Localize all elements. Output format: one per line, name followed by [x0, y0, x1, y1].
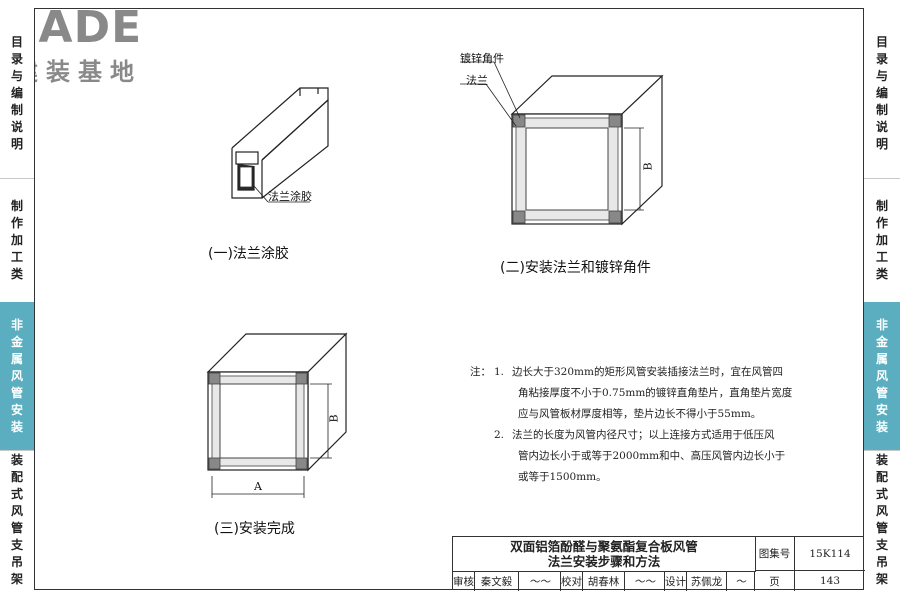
fig1-caption: (一)法兰涂胶: [208, 246, 289, 262]
left-tab-nonmetal-duct[interactable]: 非金属风管安装: [0, 302, 34, 451]
drawing-title-line-2: 法兰安装步骤和方法: [547, 554, 661, 569]
fig1-callout: 法兰涂胶: [268, 190, 312, 203]
right-sidebar: 目录与编制说明 制作加工类 非金属风管安装 装配式风管支吊架: [864, 8, 900, 590]
atlas-value: 15K114: [795, 537, 865, 571]
fig3-caption: (三)安装完成: [214, 521, 295, 537]
completed-duct-drawing: [206, 332, 348, 472]
fig2-caption: (二)安装法兰和镀锌角件: [500, 260, 651, 276]
left-tab-fabrication[interactable]: 制作加工类: [0, 178, 34, 303]
note-2-line-2: 管内边长小于或等于2000mm和中、高压风管内边长小于: [518, 450, 786, 462]
fig3-dim-b: [310, 383, 332, 459]
right-tab-nonmetal-duct[interactable]: 非金属风管安装: [864, 302, 900, 451]
fig3-dim-a-label: A: [254, 480, 262, 493]
note-2-line-3: 或等于1500mm。: [518, 471, 607, 483]
fig2-callout-flange: 法兰: [466, 74, 488, 87]
note-1-line-1: 边长大于320mm的矩形风管安装插接法兰时，宜在风管四: [512, 366, 783, 378]
fig3-dim-b-label: B: [327, 414, 341, 423]
atlas-label: 图集号: [755, 537, 795, 571]
fig2-callout-corner: 镀锌角件: [460, 52, 504, 65]
duct-flange-drawing: [510, 74, 664, 226]
fig2-dim-b-label: B: [641, 162, 655, 171]
check-signature: 〜〜: [625, 571, 665, 591]
left-sidebar: 目录与编制说明 制作加工类 非金属风管安装 装配式风管支吊架: [0, 8, 34, 590]
note-1-num: 1.: [494, 366, 505, 378]
notes-prefix: 注：: [470, 366, 491, 378]
note-2-line-1: 法兰的长度为风管内径尺寸；以上连接方式适用于低压风: [512, 429, 775, 441]
check-label: 校对: [561, 571, 583, 591]
left-tab-catalog[interactable]: 目录与编制说明: [0, 8, 34, 179]
drawing-title: 双面铝箔酚醛与聚氨酯复合板风管 法兰安装步骤和方法: [453, 537, 756, 572]
review-signature: 〜〜: [519, 571, 561, 591]
note-1-line-3: 应与风管板材厚度相等，垫片边长不得小于55mm。: [518, 408, 762, 420]
fig2-leader-flange: [485, 83, 517, 127]
fig1-leader: [253, 185, 269, 203]
review-name: 秦文毅: [475, 571, 519, 591]
right-tab-support[interactable]: 装配式风管支吊架: [875, 453, 888, 586]
fig2-leader-corner: [493, 61, 521, 119]
design-name: 苏佩龙: [687, 571, 727, 591]
design-label: 设计: [665, 571, 687, 591]
drawing-frame: [34, 8, 864, 590]
right-tab-catalog[interactable]: 目录与编制说明: [864, 8, 900, 179]
notes-block: 注： 1. 边长大于320mm的矩形风管安装插接法兰时，宜在风管四 角粘接厚度不…: [470, 362, 800, 488]
left-tab-support[interactable]: 装配式风管支吊架: [10, 453, 23, 586]
design-signature: 〜: [727, 571, 755, 591]
fig2-dim-b: [624, 127, 644, 211]
flange-profile-drawing: [231, 87, 329, 199]
page-label: 页: [755, 571, 795, 591]
page-number: 143: [819, 575, 841, 587]
note-2-num: 2.: [494, 429, 505, 441]
review-label: 审核: [453, 571, 475, 591]
title-block: 双面铝箔酚醛与聚氨酯复合板风管 法兰安装步骤和方法 图集号 15K114 审核 …: [452, 536, 865, 591]
check-name: 胡春林: [583, 571, 625, 591]
note-1-line-2: 角粘接厚度不小于0.75mm的镀锌直角垫片，直角垫片宽度: [518, 387, 793, 399]
fig3-dim-a: [211, 476, 305, 498]
drawing-title-line-1: 双面铝箔酚醛与聚氨酯复合板风管: [510, 539, 698, 554]
